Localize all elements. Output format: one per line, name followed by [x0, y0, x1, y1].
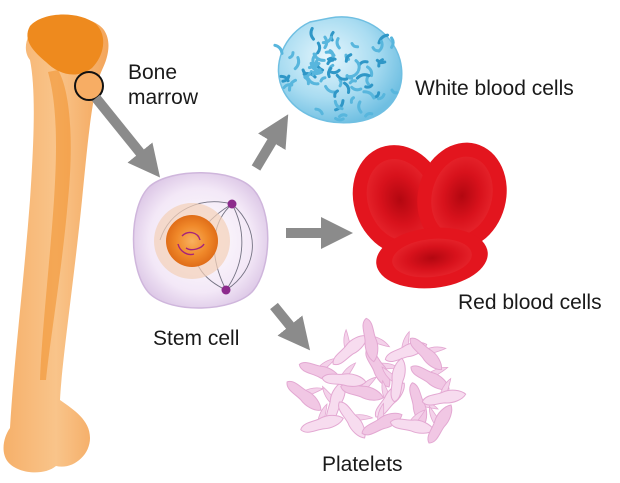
bone-head	[27, 14, 104, 75]
label-bone-marrow-line2: marrow	[128, 86, 199, 109]
platelet	[321, 380, 346, 424]
wbc-hair	[312, 52, 326, 62]
wbc-hair	[345, 74, 354, 80]
wbc-hair	[313, 62, 321, 71]
wbc-hair	[273, 43, 284, 55]
label-stem-cell: Stem cell	[153, 327, 240, 350]
platelet	[389, 409, 435, 434]
platelet	[362, 317, 391, 363]
wbc-hair	[293, 56, 301, 71]
centrosome-top	[227, 199, 237, 209]
wbc-hair	[377, 39, 384, 53]
wbc-hair	[334, 117, 345, 122]
wbc-hair	[338, 113, 348, 119]
platelet	[361, 402, 403, 436]
marrow-cavity	[40, 70, 71, 380]
wbc-hair	[366, 65, 374, 78]
wbc-hair	[335, 73, 349, 81]
platelets-cluster	[286, 317, 467, 444]
wbc-hair	[303, 71, 311, 79]
red-blood-cell-2	[417, 142, 507, 250]
wbc-hair	[350, 42, 360, 49]
label-white-blood-cells: White blood cells	[415, 77, 574, 100]
wbc-hair	[364, 112, 374, 118]
label-bone-marrow-line1: Bone	[128, 61, 178, 84]
chromosomes	[177, 231, 205, 256]
wbc-hair	[316, 41, 322, 55]
wbc-hair	[338, 78, 343, 88]
wbc-hair	[321, 35, 333, 45]
wbc-hair	[350, 85, 363, 92]
arrow-stem-to-platelets	[270, 302, 311, 351]
wbc-hair	[307, 59, 319, 70]
red-blood-cells	[352, 142, 507, 289]
label-platelets: Platelets	[322, 453, 403, 476]
wbc-hair	[357, 100, 363, 114]
label-red-blood-cells: Red blood cells	[458, 291, 602, 314]
platelet	[286, 380, 325, 411]
wbc-hair	[328, 68, 341, 75]
wbc-hair	[362, 90, 376, 100]
white-blood-cell	[273, 16, 403, 124]
wbc-hair	[390, 88, 399, 95]
wbc-hair	[355, 73, 371, 80]
label-bone-marrow: Bone marrow	[128, 60, 198, 110]
wbc-hair	[354, 59, 361, 72]
wbc-hair	[374, 91, 381, 99]
wbc-hair	[326, 58, 335, 66]
wbc-hair	[344, 53, 353, 63]
wbc-hair	[377, 93, 386, 101]
wbc-hair	[377, 33, 390, 45]
platelet	[300, 403, 344, 433]
centrosome-bottom	[221, 285, 231, 295]
wbc-hair	[328, 49, 335, 58]
nucleus	[166, 215, 218, 267]
wbc-hair	[333, 99, 344, 111]
platelet	[427, 404, 453, 444]
wbc-hair	[365, 75, 370, 86]
platelet	[421, 377, 467, 406]
wbc-hair	[334, 99, 345, 112]
wbc-hair	[349, 96, 355, 104]
wbc-hair	[287, 78, 297, 92]
arrow-stem-to-wbc	[251, 114, 289, 171]
wbc-hair	[288, 51, 295, 60]
wbc-hair	[323, 35, 329, 50]
arrows	[92, 94, 354, 351]
platelet	[338, 401, 374, 439]
wbc-hair	[319, 76, 327, 83]
wbc-hair	[364, 83, 374, 89]
wbc-hair	[377, 58, 384, 68]
wbc-hair	[309, 26, 315, 41]
arrow-bone-to-stem	[92, 94, 161, 178]
wbc-hair	[335, 37, 341, 50]
marrow-zoom-circle	[74, 71, 104, 101]
wbc-hair	[311, 68, 322, 77]
red-blood-cell-3	[376, 227, 488, 289]
platelet	[381, 357, 406, 403]
wbc-hair	[333, 89, 339, 98]
stem-cell	[132, 172, 269, 309]
bone-illustration	[3, 14, 109, 473]
wbc-hair	[390, 36, 395, 49]
platelet	[321, 362, 367, 387]
wbc-hair	[326, 56, 337, 61]
wbc-hair	[314, 107, 324, 116]
wbc-hair	[281, 74, 291, 83]
platelet	[409, 337, 447, 371]
wbc-hair	[309, 70, 323, 76]
wbc-hair	[348, 79, 357, 85]
wbc-hair	[343, 81, 351, 94]
wbc-hair	[326, 66, 333, 79]
platelet	[410, 365, 450, 391]
